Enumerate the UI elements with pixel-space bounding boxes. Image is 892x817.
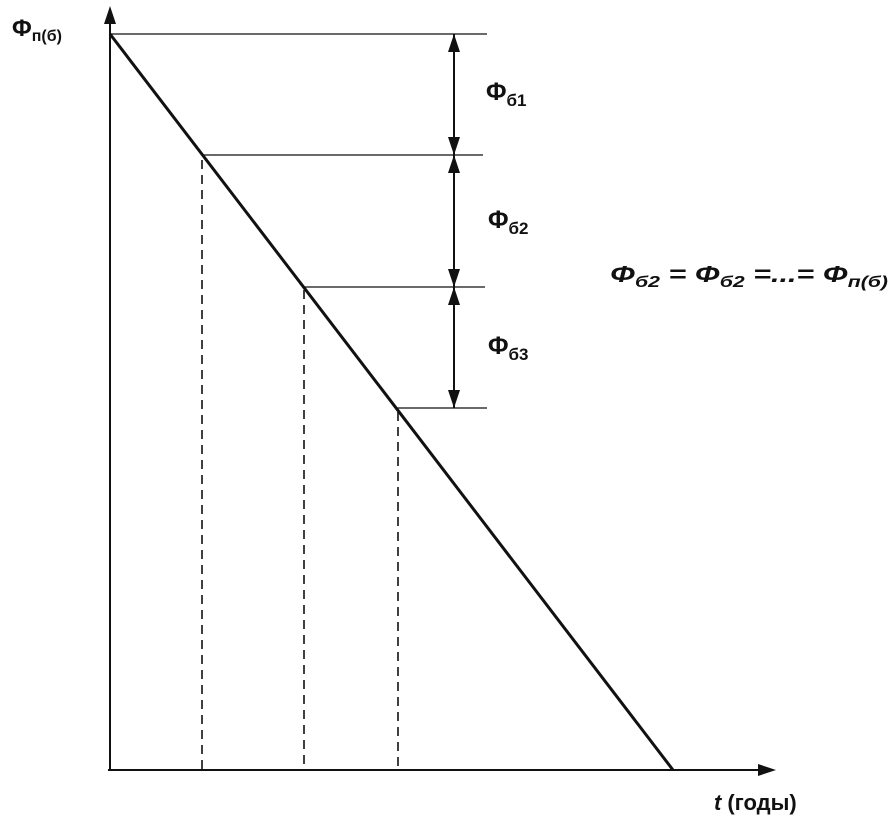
x-axis-label-unit: (годы) <box>727 790 796 815</box>
arrowhead-up-icon <box>448 287 460 305</box>
y-axis-arrow-icon <box>104 6 116 24</box>
arrowhead-down-icon <box>448 390 460 408</box>
segment-label-1-sub: б1 <box>507 91 527 110</box>
segment-label-1-main: Φ <box>486 78 507 106</box>
x-axis-arrow-icon <box>758 764 776 776</box>
segment-label-2-sub: б2 <box>509 219 529 238</box>
equation-term-1-sub: б2 <box>635 274 660 291</box>
segment-label-2: Φб2 <box>488 206 529 238</box>
segment-label-1: Φб1 <box>486 78 527 110</box>
x-axis-label: t(годы) <box>714 790 797 815</box>
segment-label-3-sub: б3 <box>509 345 529 364</box>
arrowhead-up-icon <box>448 155 460 173</box>
equation-term-3-main: Φ <box>823 261 848 287</box>
arrowhead-down-icon <box>448 269 460 287</box>
arrowhead-up-icon <box>448 34 460 52</box>
x-axis-label-var: t <box>714 790 723 815</box>
equation-term-2-sub: б2 <box>720 274 745 291</box>
value-decline-line <box>108 33 675 771</box>
y-axis-label: Φп(б) <box>12 15 62 45</box>
equation-term-3-sub: п(б) <box>848 274 888 291</box>
segment-label-2-main: Φ <box>488 206 509 234</box>
y-axis-label-main: Φ <box>12 15 32 42</box>
segment-label-3: Φб3 <box>488 332 529 364</box>
equation-equals-2: =...= <box>745 261 823 287</box>
arrowhead-down-icon <box>448 137 460 155</box>
segment-label-3-main: Φ <box>488 332 509 360</box>
equation-term-1-main: Φ <box>610 261 635 287</box>
y-axis-label-sub: п(б) <box>32 28 62 45</box>
equation-term-2-main: Φ <box>695 261 720 287</box>
equation-equals-1: = <box>660 261 695 287</box>
